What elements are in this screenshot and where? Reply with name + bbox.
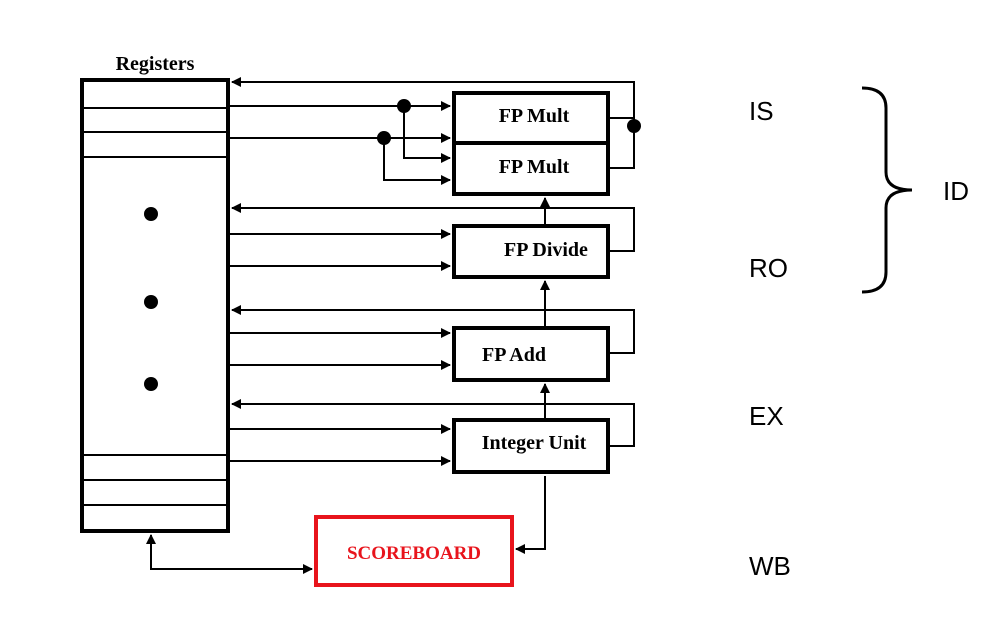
scoreboard-box	[314, 515, 514, 587]
stage-ro-label: RO	[749, 253, 788, 283]
fp-add-unit	[452, 326, 610, 382]
fp-add-label: FP Add	[482, 344, 546, 366]
scoreboard-label: SCOREBOARD	[347, 543, 481, 564]
ellipsis-dots	[144, 207, 158, 391]
stage-id-label: ID	[943, 176, 969, 206]
stage-wb-label: WB	[749, 551, 791, 581]
register-dividers	[82, 107, 228, 506]
integer-unit	[452, 418, 610, 474]
integer-unit-label: Integer Unit	[482, 432, 587, 454]
stage-is-label: IS	[749, 96, 774, 126]
fp-divide-unit	[452, 224, 610, 279]
datapath-wires	[146, 77, 635, 574]
stage-ex-label: EX	[749, 401, 784, 431]
id-group-brace	[861, 86, 913, 294]
junction-dots	[377, 99, 641, 145]
fp-mult-1-label: FP Mult	[499, 105, 570, 127]
fp-divide-label: FP Divide	[504, 239, 588, 261]
registers-label: Registers	[116, 53, 195, 75]
fp-mult-2-label: FP Mult	[499, 156, 570, 178]
